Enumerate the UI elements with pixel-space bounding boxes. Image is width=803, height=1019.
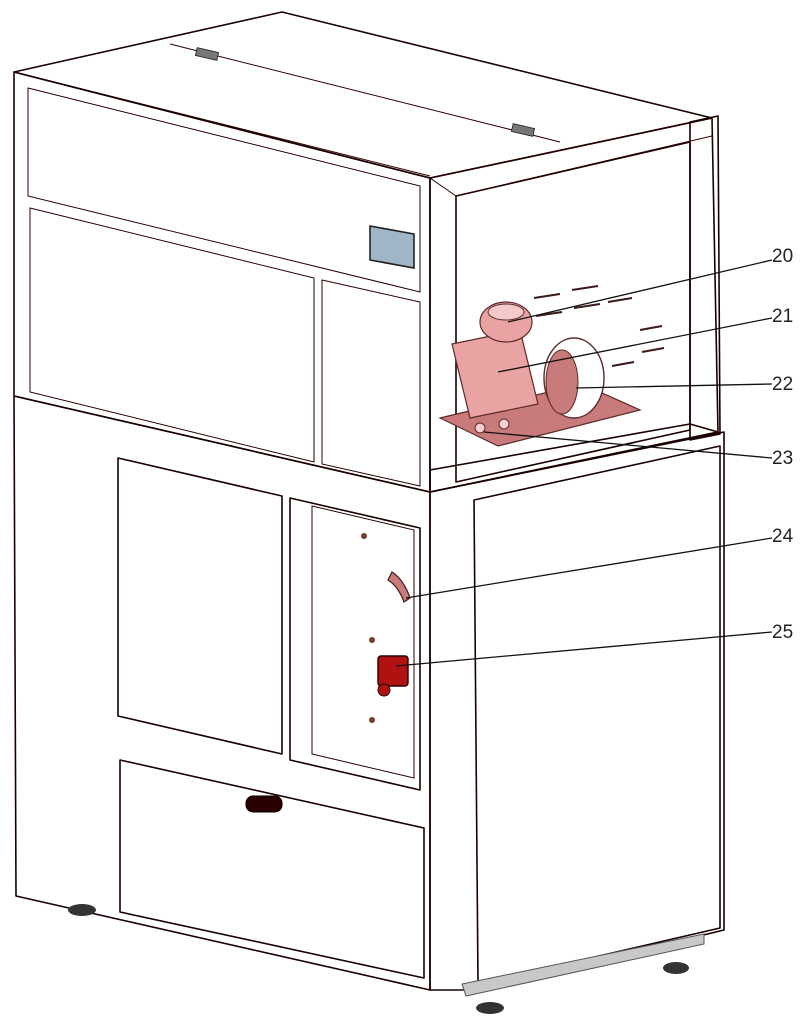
cabinet-front-lower: [13, 395, 431, 991]
cabinet-top-panel: [13, 11, 713, 179]
callout-24: 24: [772, 526, 794, 547]
cabinet-right-side-lower: [429, 431, 725, 991]
door-components: [361, 533, 411, 723]
callout-21: 21: [772, 306, 793, 327]
latch-bracket-icon: [387, 571, 411, 603]
top-hinge-left: [194, 47, 220, 61]
intake-housing-icon: [451, 329, 539, 419]
top-surface: [13, 11, 713, 179]
callout-20: 20: [772, 246, 793, 267]
cabinet-front-upper: [13, 71, 431, 493]
safety-switch-icon: [377, 655, 409, 687]
callout-25: 25: [772, 622, 793, 643]
vent-slots: [533, 285, 665, 367]
callouts: 20 21 22 23 24 25: [395, 246, 794, 667]
callout-22: 22: [772, 374, 793, 395]
foot-back-right: [663, 962, 689, 974]
inspection-window: [311, 505, 415, 779]
cabinet-base: [68, 904, 705, 1014]
upper-open-compartment: [428, 115, 721, 493]
base-rail: [461, 933, 705, 997]
ash-drawer: [119, 759, 425, 979]
fan-assembly: [438, 285, 665, 447]
foot-front-right: [476, 1002, 504, 1014]
drawer-handle: [245, 795, 283, 813]
foot-front-left: [68, 904, 96, 916]
callout-23: 23: [772, 448, 793, 469]
control-display: [369, 225, 415, 269]
top-hinge-right: [510, 123, 536, 137]
